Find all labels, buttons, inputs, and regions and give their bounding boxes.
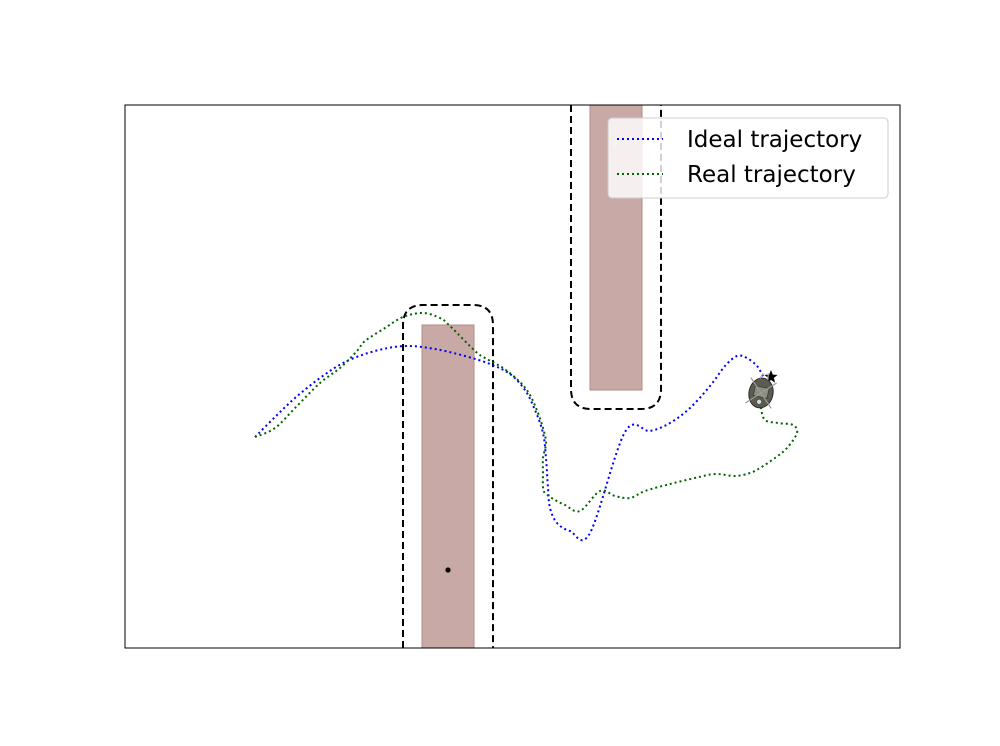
point-marker-0 [445, 567, 451, 573]
legend: Ideal trajectory Real trajectory [607, 117, 889, 199]
robot-icon [745, 372, 777, 409]
legend-label-real: Real trajectory [687, 162, 856, 188]
robot-leg-2 [745, 392, 762, 404]
series-layer [254, 311, 799, 542]
robot-leg-3 [760, 392, 772, 409]
safety-margin-0 [402, 304, 494, 648]
series-line-real [254, 311, 799, 513]
robot-leg-0 [750, 377, 762, 394]
safety-margin-1 [570, 105, 662, 410]
series-line-ideal [254, 344, 768, 542]
robot-antenna [759, 372, 769, 381]
obstacle-0 [421, 324, 475, 648]
robot-sensor [756, 399, 762, 405]
goal-star-icon [764, 370, 778, 383]
legend-box [607, 117, 889, 199]
safety-margin-layer [402, 105, 662, 648]
axes-frame [124, 104, 901, 649]
robot-leg-1 [760, 382, 777, 394]
legend-label-ideal: Ideal trajectory [687, 127, 862, 153]
